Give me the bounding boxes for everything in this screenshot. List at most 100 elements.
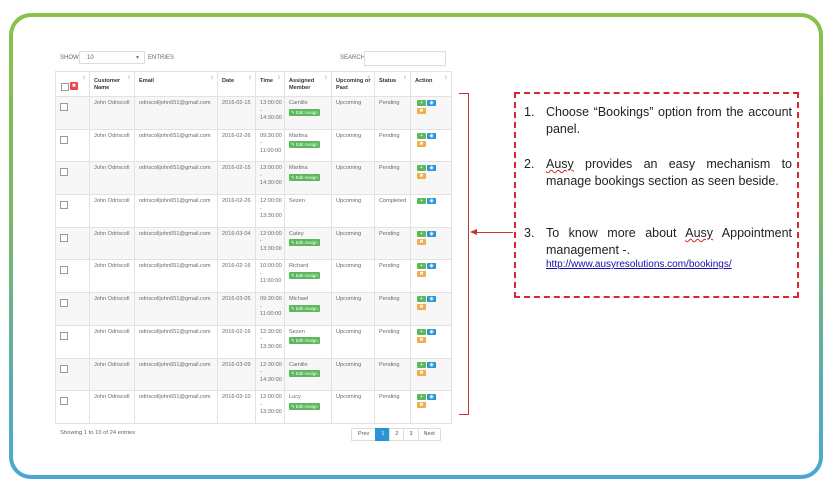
date-cell: 2016-02-26 bbox=[217, 194, 256, 228]
col-upcoming-or-past[interactable]: Upcoming or Past⇕ bbox=[331, 71, 375, 97]
time-cell: 12:30:00-13:30:00 bbox=[255, 324, 285, 359]
date-cell: 2016-02-16 bbox=[217, 324, 256, 359]
col-customer-name[interactable]: Customer Name⇕ bbox=[89, 71, 135, 97]
add-button[interactable]: + bbox=[417, 394, 426, 401]
date-cell: 2016-03-04 bbox=[217, 226, 256, 261]
edit-assign-button[interactable]: ✎ Edit Assign bbox=[289, 271, 320, 279]
trash-icon[interactable]: ✖ bbox=[70, 82, 78, 90]
add-button[interactable]: + bbox=[417, 132, 426, 139]
email-cell: odriscolljohn651@gmail.com bbox=[134, 292, 218, 326]
edit-assign-button[interactable]: ✎ Edit Assign bbox=[289, 173, 320, 181]
cancel-booking-button[interactable]: ✖ bbox=[417, 336, 426, 343]
view-button[interactable]: ◉ bbox=[427, 328, 436, 335]
row-checkbox[interactable] bbox=[60, 201, 68, 210]
upcoming-cell: Upcoming bbox=[331, 226, 375, 261]
cancel-icon: ✖ bbox=[419, 304, 424, 311]
add-button[interactable]: + bbox=[417, 198, 426, 205]
add-button[interactable]: + bbox=[417, 165, 426, 172]
view-button[interactable]: ◉ bbox=[427, 230, 436, 237]
customer-cell: John Odriscoll bbox=[89, 226, 135, 261]
edit-assign-button[interactable]: ✎ Edit Assign bbox=[289, 108, 320, 116]
action-cell: +◉✖ bbox=[410, 161, 452, 196]
cancel-booking-button[interactable]: ✖ bbox=[417, 173, 426, 180]
col-date[interactable]: Date⇕ bbox=[217, 71, 256, 97]
page-length-select[interactable]: 10 ▾ bbox=[79, 51, 145, 64]
time-cell: 10:00:00-11:00:00 bbox=[255, 259, 285, 294]
add-button[interactable]: + bbox=[417, 361, 426, 368]
edit-assign-button[interactable]: ✎ Edit Assign bbox=[289, 402, 320, 410]
table-bracket bbox=[459, 93, 469, 415]
add-button[interactable]: + bbox=[417, 263, 426, 270]
edit-assign-button[interactable]: ✎ Edit Assign bbox=[289, 337, 320, 345]
upcoming-cell: Upcoming bbox=[331, 390, 375, 424]
plus-icon: + bbox=[420, 100, 423, 106]
brand-name: Ausy bbox=[685, 226, 714, 240]
entries-label: ENTRIES bbox=[148, 55, 175, 61]
add-button[interactable]: + bbox=[417, 100, 426, 106]
date-cell: 2016-02-16 bbox=[217, 259, 256, 294]
sort-icon[interactable]: ⇕ bbox=[81, 75, 86, 81]
col-email[interactable]: Email⇕ bbox=[134, 71, 218, 97]
add-button[interactable]: + bbox=[417, 230, 426, 237]
col-time[interactable]: Time⇕ bbox=[255, 71, 285, 97]
cancel-booking-button[interactable]: ✖ bbox=[417, 271, 426, 278]
view-button[interactable]: ◉ bbox=[427, 263, 436, 270]
prev-page-button[interactable]: Prev bbox=[351, 428, 377, 441]
view-button[interactable]: ◉ bbox=[427, 198, 436, 205]
row-checkbox[interactable] bbox=[60, 299, 68, 308]
bookings-link[interactable]: http://www.ausyresolutions.com/bookings/ bbox=[546, 259, 732, 270]
row-checkbox[interactable] bbox=[60, 103, 68, 111]
email-cell: odriscolljohn651@gmail.com bbox=[134, 259, 218, 294]
page-1-button[interactable]: 1 bbox=[375, 428, 391, 441]
row-checkbox[interactable] bbox=[60, 364, 68, 373]
page-2-button[interactable]: 2 bbox=[389, 428, 405, 441]
member-cell: Lucy✎ Edit Assign bbox=[284, 390, 332, 424]
status-cell: Pending bbox=[374, 259, 411, 294]
member-cell: Camille✎ Edit Assign bbox=[284, 357, 332, 392]
cancel-booking-button[interactable]: ✖ bbox=[417, 369, 426, 376]
cancel-booking-button[interactable]: ✖ bbox=[417, 108, 426, 114]
cancel-booking-button[interactable]: ✖ bbox=[417, 402, 426, 409]
view-button[interactable]: ◉ bbox=[427, 132, 436, 139]
row-checkbox[interactable] bbox=[60, 168, 68, 177]
row-checkbox[interactable] bbox=[60, 233, 68, 242]
customer-cell: John Odriscoll bbox=[89, 357, 135, 392]
row-checkbox[interactable] bbox=[60, 397, 68, 406]
table-controls: SHOW 10 ▾ ENTRIES SEARCH: bbox=[57, 48, 453, 68]
cancel-booking-button[interactable]: ✖ bbox=[417, 238, 426, 245]
view-button[interactable]: ◉ bbox=[427, 296, 436, 303]
cancel-booking-button[interactable]: ✖ bbox=[417, 140, 426, 147]
member-cell: Martina✎ Edit Assign bbox=[284, 128, 332, 163]
page-3-button[interactable]: 3 bbox=[403, 428, 419, 441]
plus-icon: + bbox=[420, 328, 423, 335]
table-footer: Showing 1 to 10 of 24 entries Prev 1 2 3… bbox=[57, 424, 453, 444]
edit-assign-button[interactable]: ✎ Edit Assign bbox=[289, 141, 320, 149]
add-button[interactable]: + bbox=[417, 328, 426, 335]
row-checkbox[interactable] bbox=[60, 135, 68, 144]
view-button[interactable]: ◉ bbox=[427, 100, 436, 106]
bookings-table-widget: SHOW 10 ▾ ENTRIES SEARCH: ✖ ⇕ Customer N… bbox=[55, 44, 453, 449]
row-select-cell bbox=[55, 357, 90, 392]
edit-assign-button[interactable]: ✎ Edit Assign bbox=[289, 304, 320, 312]
select-all-checkbox[interactable] bbox=[61, 83, 69, 91]
add-button[interactable]: + bbox=[417, 296, 426, 303]
cancel-booking-button[interactable]: ✖ bbox=[417, 304, 426, 311]
row-checkbox[interactable] bbox=[60, 331, 68, 340]
row-checkbox[interactable] bbox=[60, 266, 68, 275]
search-input[interactable] bbox=[364, 51, 446, 66]
col-status[interactable]: Status⇕ bbox=[374, 71, 411, 97]
next-page-button[interactable]: Next bbox=[417, 428, 441, 441]
view-button[interactable]: ◉ bbox=[427, 361, 436, 368]
cancel-icon: ✖ bbox=[419, 271, 424, 278]
col-assigned-member[interactable]: Assigned Member⇕ bbox=[284, 71, 332, 97]
view-button[interactable]: ◉ bbox=[427, 165, 436, 172]
upcoming-cell: Upcoming bbox=[331, 292, 375, 326]
row-select-cell bbox=[55, 194, 90, 228]
edit-assign-button[interactable]: ✎ Edit Assign bbox=[289, 239, 320, 247]
edit-assign-button[interactable]: ✎ Edit Assign bbox=[289, 370, 320, 377]
search-label: SEARCH: bbox=[340, 55, 367, 61]
view-button[interactable]: ◉ bbox=[427, 394, 436, 401]
